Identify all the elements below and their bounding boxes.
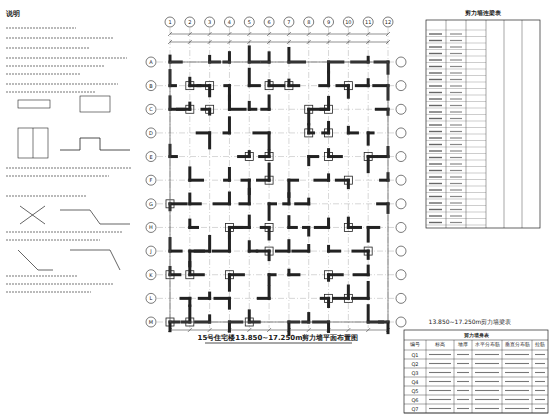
table-cell: Q4 [411,379,418,384]
axis-number: 6 [267,20,270,25]
axis-number: 1 [168,20,171,25]
axis-number: 7 [287,20,290,25]
axis-letter: A [149,60,152,65]
table-cell: Q7 [411,406,418,411]
wall-table [404,330,548,413]
table-title: 剪力墙连梁表 [465,10,501,16]
axis-letter: K [149,272,152,277]
axis-letter: H [149,225,153,230]
shear-walls [166,45,390,336]
axis-letter: C [149,107,153,112]
table-header: 拉筋 [535,343,545,348]
axis-letter: D [149,130,153,135]
table-cell: Q6 [411,397,418,402]
axis-number: 5 [248,20,251,25]
table-header: 标高 [435,343,445,348]
drawing-title: 15号住宅楼13.850~17.250m剪力墙平面布置图 [198,335,359,342]
axis-number: 3 [208,20,211,25]
axis-number: 11 [365,20,371,25]
table-header: 垂直分布筋 [505,343,530,348]
table-header: 墙厚 [458,343,468,348]
axis-number: 2 [188,20,191,25]
table-header: 编号 [410,343,420,348]
table-title: 剪力墙身表 [464,333,489,338]
title-underline [205,343,352,344]
axis-letter: B [149,83,152,88]
axis-letter: G [149,201,153,206]
axis-letter: J [150,249,151,254]
axis-number: 4 [228,20,231,25]
table-title: 13.850~17.250m剪力墙梁表 [429,319,512,325]
table-cell: Q1 [411,352,418,357]
notes-lines [6,28,132,292]
axis-number: 9 [327,20,330,25]
beam-table [426,20,540,228]
axis-letter: F [150,178,153,183]
axis-grid [146,17,406,332]
table-cell: Q5 [411,388,418,393]
table-header: 水平分布筋 [475,343,500,348]
axis-letter: L [150,296,153,301]
axis-letter: E [149,154,152,159]
axis-number: 12 [385,20,391,25]
notes-heading: 说明 [6,11,20,18]
axis-letter: M [149,320,153,325]
table-cell: Q3 [411,370,418,375]
table-cell: Q2 [411,361,418,366]
axis-number: 8 [307,20,310,25]
axis-number: 10 [345,20,351,25]
